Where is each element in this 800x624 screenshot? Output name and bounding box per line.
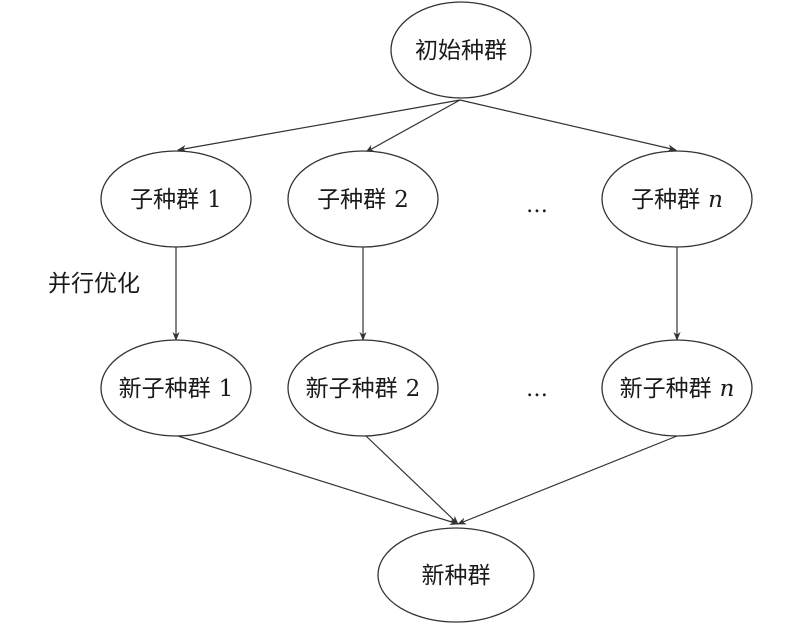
subn-prefix: 子种群	[631, 187, 700, 213]
sub1-prefix: 子种群	[130, 187, 199, 213]
node-initial-population: 初始种群	[390, 1, 532, 99]
sub1-suffix: 1	[207, 187, 222, 213]
node-sub-population-1: 子种群 1	[100, 150, 252, 248]
node-new-sub-population-2: 新子种群 2	[287, 339, 439, 437]
node-new-sub-population-2-label: 新子种群 2	[306, 376, 421, 402]
newsubn-suffix: n	[720, 376, 735, 402]
node-sub-population-1-label: 子种群 1	[130, 187, 222, 213]
edge-newsubn-to-new	[457, 435, 678, 525]
edge-newsub2-to-new	[365, 435, 459, 525]
edge-initial-to-subn	[459, 99, 677, 152]
newsub2-prefix: 新子种群	[306, 376, 398, 402]
node-initial-population-label: 初始种群	[415, 38, 507, 64]
node-new-population: 新种群	[377, 527, 535, 623]
node-new-sub-population-n-label: 新子种群 n	[620, 376, 735, 402]
edge-label-parallel-optimization: 并行优化	[48, 271, 140, 297]
edge-initial-to-sub2	[365, 99, 461, 153]
node-sub-population-2: 子种群 2	[287, 150, 439, 248]
edge-newsub1-to-new	[177, 435, 459, 526]
sub2-suffix: 2	[394, 187, 409, 213]
node-sub-population-n: 子种群 n	[601, 150, 753, 248]
node-new-sub-population-1: 新子种群 1	[100, 339, 252, 437]
newsub2-suffix: 2	[406, 376, 421, 402]
sub2-prefix: 子种群	[317, 187, 386, 213]
newsubn-prefix: 新子种群	[620, 376, 712, 402]
subn-suffix: n	[708, 187, 723, 213]
newsub1-suffix: 1	[219, 376, 234, 402]
ellipsis-row-2: …	[526, 377, 548, 402]
node-new-sub-population-1-label: 新子种群 1	[119, 376, 234, 402]
newsub1-prefix: 新子种群	[119, 376, 211, 402]
edge-initial-to-sub1	[177, 99, 461, 153]
node-sub-population-2-label: 子种群 2	[317, 187, 409, 213]
node-new-sub-population-n: 新子种群 n	[601, 339, 753, 437]
node-sub-population-n-label: 子种群 n	[631, 187, 723, 213]
ellipsis-row-1: …	[526, 193, 548, 218]
node-new-population-label: 新种群	[422, 563, 491, 589]
